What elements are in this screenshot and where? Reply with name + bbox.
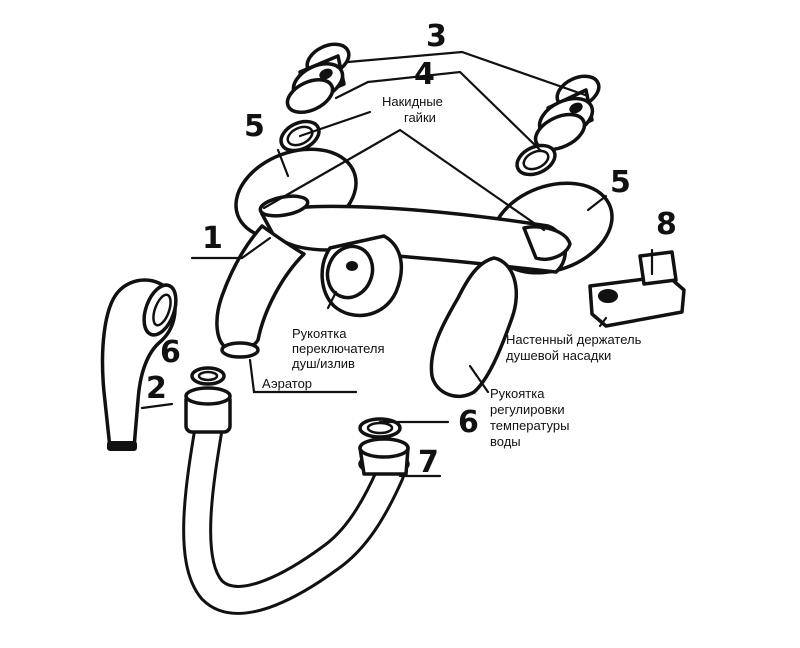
gasket-ring-right — [515, 143, 557, 177]
washer-left — [190, 366, 226, 386]
label-temp-handle-line-4: воды — [490, 434, 521, 449]
wall-holder — [588, 250, 686, 328]
part-number-8: 8 — [656, 207, 677, 242]
label-temp-handle-line-3: температуры — [490, 418, 569, 433]
washer-right — [358, 417, 402, 439]
label-wall-holder-line-2: душевой насадки — [506, 348, 611, 363]
part-number-3: 3 — [426, 19, 447, 54]
label-aerator: Аэратор — [262, 376, 312, 391]
part-number-6-left: 6 — [160, 335, 181, 370]
part-number-6-right: 6 — [458, 405, 479, 440]
label-temp-handle-line-1: Рукоятка — [490, 386, 545, 401]
part-number-2: 2 — [146, 371, 167, 406]
switch-handle — [320, 234, 404, 318]
label-temp-handle-line-2: регулировки — [490, 402, 565, 417]
label-switch-handle-line-1: Рукоятка — [292, 326, 347, 341]
eccentric-connector-left — [285, 42, 351, 114]
shower-head — [100, 278, 178, 451]
part-number-4: 4 — [414, 57, 435, 92]
temperature-handle — [429, 256, 518, 398]
part-number-5-left: 5 — [244, 109, 265, 144]
part-number-1: 1 — [202, 221, 223, 256]
part-number-5-right: 5 — [610, 165, 631, 200]
label-nuts-line-1: Накидные — [382, 94, 443, 109]
part-number-7: 7 — [418, 445, 439, 480]
label-switch-handle-line-2: переключателя — [292, 341, 385, 356]
faucet-body — [215, 194, 572, 359]
shower-hose — [182, 386, 410, 615]
label-nuts-line-2: гайки — [404, 110, 436, 125]
label-wall-holder-line-1: Настенный держатель — [506, 332, 642, 347]
eccentric-connector-right — [533, 74, 601, 152]
leader-lines — [140, 50, 654, 478]
label-switch-handle-line-3: душ/излив — [292, 356, 355, 371]
